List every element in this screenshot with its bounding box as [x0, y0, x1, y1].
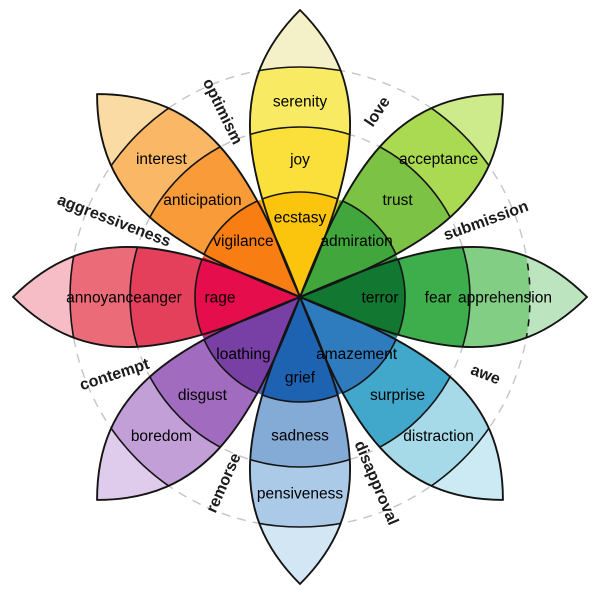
emotion-label-terror: terror: [361, 289, 398, 306]
divider-arc: [129, 261, 336, 468]
emotion-label-interest: interest: [136, 151, 188, 168]
petal-outline-sadness: [248, 296, 352, 585]
emotion-label-joy: joy: [289, 151, 310, 168]
petal-outline-disgust: [96, 296, 301, 501]
emotion-label-serenity: serenity: [273, 93, 328, 110]
emotion-label-loathing: loathing: [216, 346, 270, 363]
emotion-label-distraction: distraction: [403, 428, 474, 445]
divider-arc: [300, 246, 406, 348]
emotion-label-anticipation: anticipation: [163, 192, 241, 209]
petal-sadness: [249, 297, 351, 584]
petal-joy: [249, 10, 351, 297]
divider-arc: [300, 246, 471, 348]
dyad-label-awe: awe: [468, 362, 502, 389]
dyad-label-love: love: [362, 94, 394, 130]
emotion-label-surprise: surprise: [370, 387, 425, 404]
emotion-label-pensiveness: pensiveness: [257, 485, 343, 502]
emotion-label-annoyance: annoyance: [66, 289, 142, 306]
petal-outline-surprise: [299, 296, 504, 501]
divider-arc: [264, 126, 471, 333]
divider-arc: [300, 246, 531, 348]
divider-arc: [194, 246, 300, 348]
emotion-label-boredom: boredom: [131, 428, 192, 445]
emotion-label-vigilance: vigilance: [213, 233, 273, 250]
petal-outline-joy: [248, 9, 352, 298]
emotion-label-grief: grief: [285, 369, 316, 386]
dyad-label-remorse: remorse: [203, 451, 244, 516]
petal-outline-fear: [299, 245, 588, 349]
divider-arc: [264, 191, 406, 333]
petal-outline-anticipation: [96, 93, 301, 298]
divider-arc: [249, 297, 351, 528]
divider-arc: [249, 66, 351, 297]
emotion-label-sadness: sadness: [271, 427, 329, 444]
emotion-label-rage: rage: [204, 289, 235, 306]
divider-arc: [129, 246, 300, 348]
divider-arc: [249, 297, 351, 403]
petal-outline-anger: [12, 245, 301, 349]
petal-fear: [300, 246, 587, 348]
divider-arc: [194, 191, 336, 333]
divider-arc: [264, 261, 471, 468]
emotion-label-trust: trust: [383, 192, 414, 209]
divider-arc: [194, 261, 336, 403]
emotion-label-disgust: disgust: [178, 387, 228, 404]
emotion-label-fear: fear: [425, 289, 452, 306]
divider-arc: [249, 191, 351, 297]
emotion-label-ecstasy: ecstasy: [274, 209, 327, 226]
divider-arc: [129, 126, 336, 333]
emotion-label-amazement: amazement: [316, 346, 398, 363]
emotion-label-admiration: admiration: [320, 233, 392, 250]
emotion-label-apprehension: apprehension: [458, 289, 552, 306]
petal-outline-trust: [299, 93, 504, 298]
divider-arc: [264, 261, 406, 403]
emotion-label-anger: anger: [142, 289, 182, 306]
petal-anger: [13, 246, 300, 348]
divider-arc: [249, 126, 351, 297]
emotion-label-acceptance: acceptance: [399, 151, 478, 168]
divider-arc: [69, 246, 300, 348]
divider-arc: [249, 297, 351, 468]
